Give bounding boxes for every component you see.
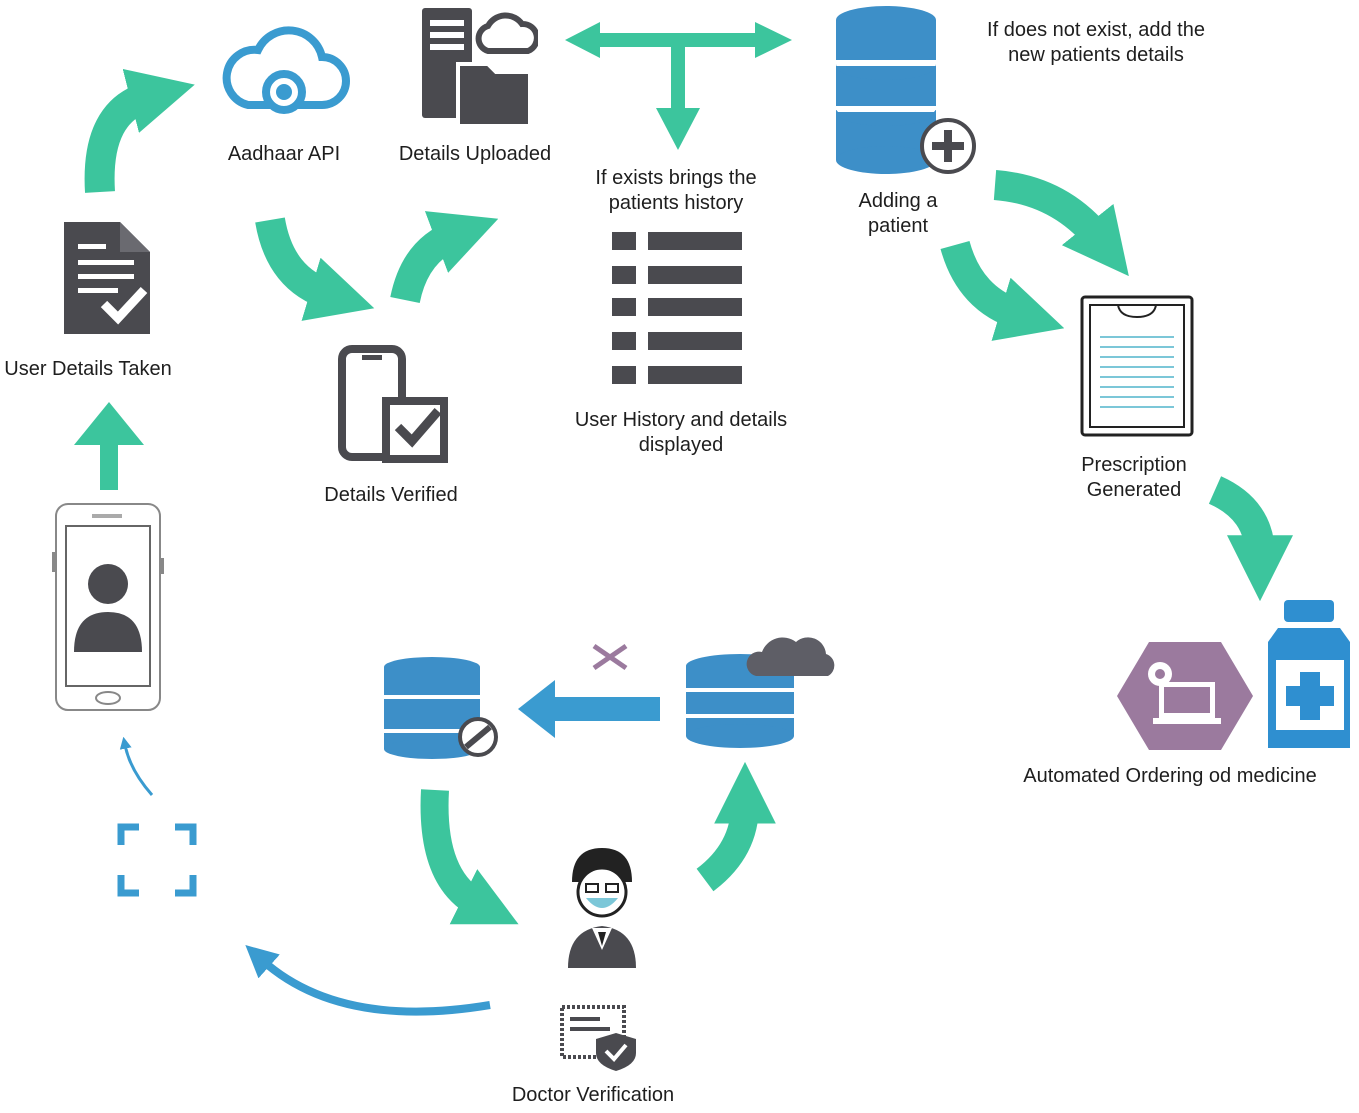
arrow-to-uploaded (390, 211, 499, 304)
prescription-icon (1080, 295, 1194, 437)
label-if-exists: If exists brings the patients history (566, 166, 786, 216)
cloud-database-icon (680, 632, 836, 752)
document-check-icon (62, 220, 154, 336)
arrow-to-aadhaar (84, 68, 195, 193)
database-blocked-icon (380, 655, 504, 759)
label-doctor-verification: Doctor Verification (511, 1084, 675, 1106)
label-prescription: Prescription Generated (1064, 453, 1204, 503)
label-adding-patient-line1: Adding a (858, 190, 938, 212)
doctor-icon (562, 846, 642, 972)
database-add-icon (832, 4, 980, 184)
mobile-verified-icon (338, 345, 452, 467)
arrow-to-scan (245, 945, 491, 1016)
smartphone-user-icon (52, 502, 164, 714)
label-adding-patient: Adding a patient (838, 189, 958, 239)
automated-laptop-icon (1115, 640, 1255, 752)
arrow-to-doctor (420, 789, 519, 925)
label-if-not-exist-line1: If does not exist, add the (987, 19, 1205, 41)
arrow-db-to-prescription-2 (940, 240, 1065, 341)
label-if-not-exist-line2: new patients details (1008, 44, 1184, 66)
label-aadhaar-api: Aadhaar API (227, 143, 341, 165)
label-if-not-exist: If does not exist, add the new patients … (960, 18, 1232, 68)
arrow-db-to-prescription-1 (993, 170, 1129, 277)
certificate-shield-icon (558, 1003, 642, 1073)
cloud-api-icon (218, 20, 350, 120)
label-details-verified: Details Verified (324, 484, 458, 506)
label-automated-ordering: Automated Ordering od medicine (1023, 765, 1317, 787)
scan-frame-icon (117, 823, 197, 897)
arrow-to-cloud-db (696, 761, 776, 892)
double-arrow-horizontal (565, 22, 792, 58)
history-list-icon (612, 230, 744, 386)
label-user-details-taken: User Details Taken (4, 358, 172, 380)
cross-icon (590, 642, 630, 672)
arrow-to-verified (255, 217, 375, 321)
label-if-exists-line1: If exists brings the (595, 167, 757, 189)
arrow-to-phone (119, 736, 154, 796)
label-adding-patient-line2: patient (867, 215, 929, 237)
label-user-history-line1: User History and details (574, 409, 788, 431)
medicine-bottle-icon (1266, 598, 1356, 754)
label-if-exists-line2: patients history (608, 192, 744, 214)
arrow-down-history (656, 108, 700, 150)
server-upload-icon (418, 6, 538, 136)
arrow-up-user-details (74, 402, 144, 445)
arrow-to-ordering (1208, 476, 1293, 602)
label-user-history: User History and details displayed (556, 408, 806, 458)
label-prescription-line1: Prescription (1081, 454, 1187, 476)
label-details-uploaded: Details Uploaded (398, 143, 552, 165)
label-user-history-line2: displayed (638, 434, 724, 456)
label-prescription-line2: Generated (1086, 479, 1182, 501)
arrow-to-local-db (518, 680, 555, 738)
